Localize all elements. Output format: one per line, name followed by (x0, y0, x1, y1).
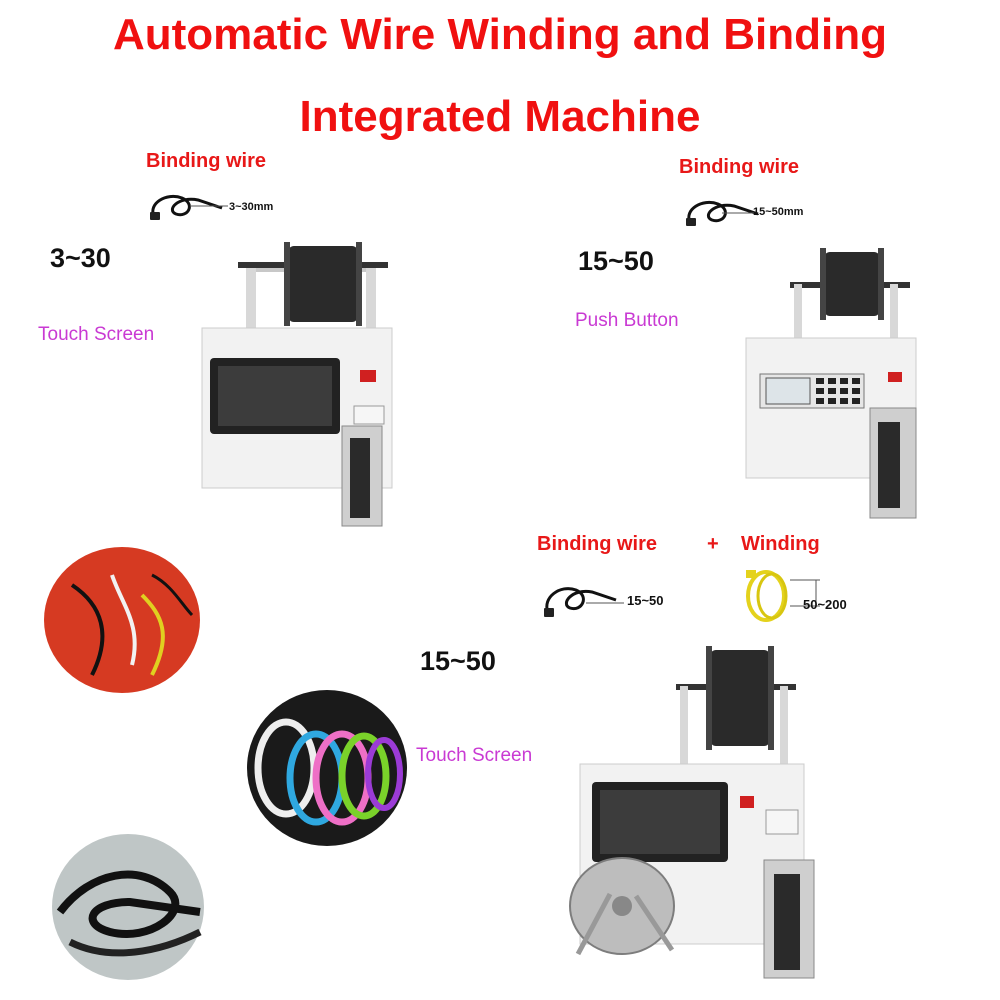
cable-icon (686, 201, 759, 226)
title-line-2: Integrated Machine (299, 92, 701, 141)
cable-icon (150, 195, 223, 220)
machine-2-range: 15~50 (578, 246, 654, 276)
machine-3-plus: + (707, 533, 719, 555)
machine-3-binding-spec: 15~50 (627, 593, 664, 608)
machine-2-spec: 15~50mm (753, 206, 804, 218)
power-switch (360, 370, 376, 382)
machine-3-control-type: Touch Screen (416, 745, 533, 766)
dimension-line (722, 212, 754, 214)
machine-1-image (201, 242, 393, 527)
sample-black-cable-photo (52, 834, 204, 980)
machine-3-winding-label: Winding (741, 533, 820, 555)
yellow-cable-icon (746, 570, 788, 622)
title-line-1: Automatic Wire Winding and Binding (112, 10, 888, 59)
cable-icon (544, 587, 617, 617)
dimension-line (190, 205, 228, 207)
machine-1-range: 3~30 (50, 243, 111, 273)
machine-3-range: 15~50 (420, 646, 496, 676)
power-switch (740, 796, 754, 808)
machine-2-control-type: Push Button (575, 310, 679, 331)
machine-1-spec: 3~30mm (229, 201, 274, 213)
sample-cables-colorful-photo (247, 690, 407, 846)
machine-1-binding-wire-label: Binding wire (146, 150, 266, 172)
machine-3-image (569, 646, 815, 979)
dimension-line (586, 602, 624, 604)
machine-3-binding-wire-label: Binding wire (537, 533, 657, 555)
machine-2-image (745, 248, 917, 519)
machine-2-binding-wire-label: Binding wire (679, 156, 799, 178)
sample-cables-red-photo (44, 547, 200, 693)
dimension-line (790, 579, 820, 607)
machine-1-control-type: Touch Screen (38, 324, 155, 345)
machine-3-winding-spec: 50~200 (803, 597, 847, 612)
power-switch (888, 372, 902, 382)
